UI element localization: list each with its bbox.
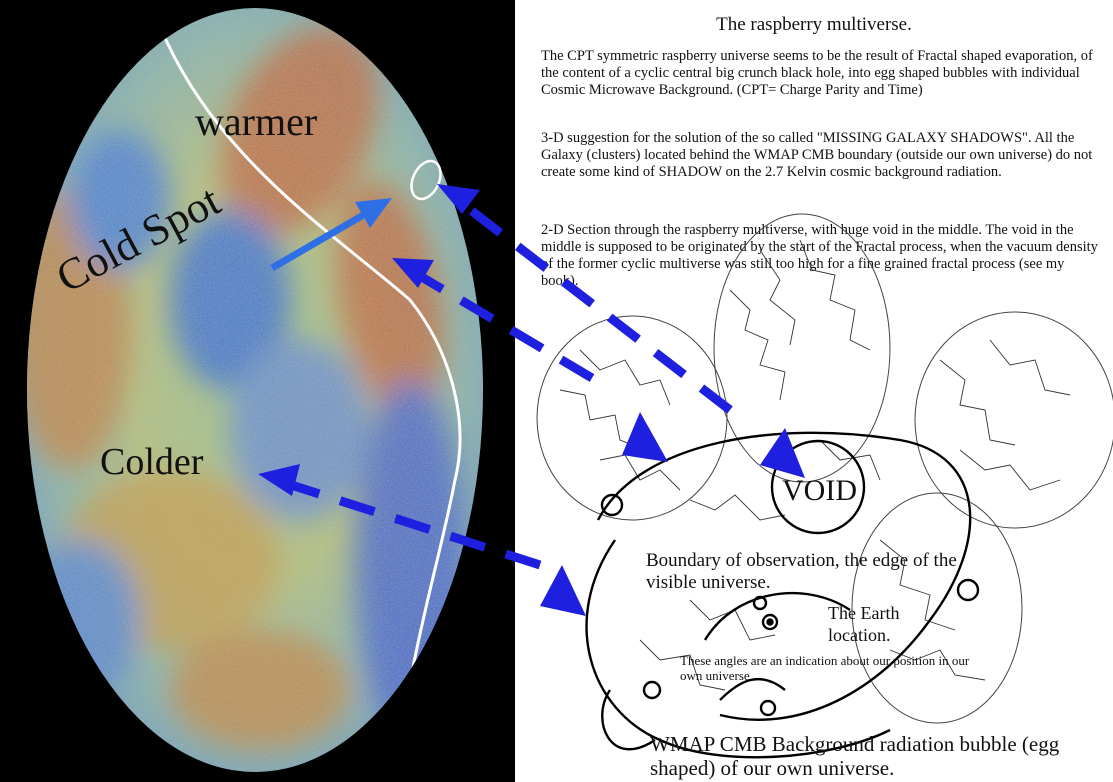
label-warmer: warmer <box>195 99 318 144</box>
cmb-egg-map <box>27 8 483 772</box>
arrow-to-boundary-left <box>622 412 668 462</box>
bubble-top <box>713 213 891 483</box>
fractal-lines <box>559 239 1071 691</box>
label-void: VOID <box>782 474 857 507</box>
angle-marker-right <box>956 578 980 602</box>
dashed-arrow-top-head <box>437 184 480 214</box>
observation-boundary <box>596 431 972 721</box>
label-colder: Colder <box>100 441 204 483</box>
angle-marker-bottom <box>642 680 662 700</box>
bubble-left <box>536 315 728 521</box>
panel-title: The raspberry multiverse. <box>716 14 912 35</box>
wmap-bubble-lines <box>585 431 980 759</box>
earth-location-marker <box>761 613 779 631</box>
arrow-to-wmap <box>540 565 586 616</box>
label-wmap: WMAP CMB Background radiation bubble (eg… <box>650 732 1060 780</box>
label-boundary: Boundary of observation, the edge of the… <box>646 550 957 593</box>
label-earth: The Earth location. <box>828 603 900 645</box>
cmb-map-panel <box>0 0 515 782</box>
angle-arc-inner <box>703 591 851 641</box>
bubble-right <box>914 311 1113 529</box>
paragraph-section: 2-D Section through the raspberry multiv… <box>541 222 1098 289</box>
angle-arc-lower <box>719 677 786 701</box>
label-angles: These angles are an indication about our… <box>680 653 970 683</box>
angle-marker-left <box>600 493 624 517</box>
arrow-to-void <box>760 428 805 478</box>
wmap-egg-boundary <box>585 539 891 759</box>
dashed-arrow-mid-shaft <box>407 266 595 382</box>
earth-location-dot <box>766 618 774 626</box>
angle-marker-inner <box>752 595 768 611</box>
dashed-arrow-mid-head <box>392 258 434 288</box>
text-panel: The raspberry multiverse. The CPT symmet… <box>515 0 1113 782</box>
cold-spot-ring <box>410 159 442 201</box>
cmb-arrows <box>258 184 805 616</box>
paragraph-cpt: The CPT symmetric raspberry universe see… <box>541 48 1093 98</box>
cold-spot-arrow-head <box>355 198 392 228</box>
void-circle <box>770 439 866 535</box>
angle-arc-left <box>601 689 656 751</box>
white-boundary-line <box>148 8 462 772</box>
paragraph-shadows: 3-D suggestion for the solution of the s… <box>541 130 1093 180</box>
cold-spot-arrow-shaft <box>270 206 374 272</box>
dashed-arrow-top-shaft <box>452 194 733 414</box>
angle-marker-bottom-2 <box>759 699 777 717</box>
bubble-bottom-right <box>851 492 1023 724</box>
dashed-arrow-low-shaft <box>280 477 542 570</box>
dashed-arrow-low-head <box>258 464 300 496</box>
